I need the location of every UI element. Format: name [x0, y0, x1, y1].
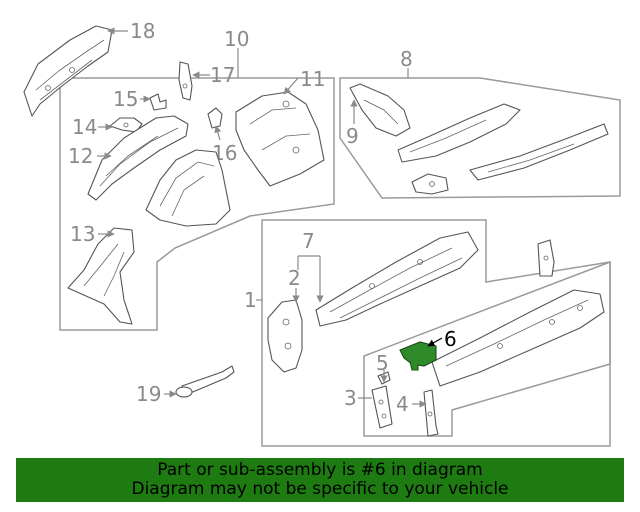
wheelhouse-panel[interactable]: [145, 149, 231, 227]
group-1-outline: [256, 219, 611, 447]
part-15-clip[interactable]: [149, 93, 167, 111]
callout-3[interactable]: 3: [344, 386, 357, 410]
part-6-highlighted[interactable]: [399, 341, 437, 371]
group-8-outline: [339, 68, 621, 199]
part-7-frame-rail[interactable]: [315, 231, 479, 327]
part-2-bracket[interactable]: [267, 299, 303, 373]
callout-1[interactable]: 1: [244, 288, 257, 312]
callout-12[interactable]: 12: [68, 144, 93, 168]
callout-6[interactable]: 6: [444, 327, 457, 351]
callout-8[interactable]: 8: [400, 47, 413, 71]
part-18-panel[interactable]: [23, 25, 113, 117]
part-3-plate[interactable]: [371, 385, 393, 429]
callout-15[interactable]: 15: [113, 87, 138, 111]
parts-diagram: 10 18 17 15 14 12 1 6: [23, 19, 621, 447]
callout-9[interactable]: 9: [346, 124, 359, 148]
callout-11[interactable]: 11: [300, 67, 325, 91]
part-9-bracket[interactable]: [349, 83, 411, 137]
part-11-panel[interactable]: [235, 91, 325, 187]
upper-rail-inner[interactable]: [397, 103, 521, 163]
callout-5[interactable]: 5: [376, 351, 389, 375]
info-banner: Part or sub-assembly is #6 in diagram Di…: [16, 458, 624, 502]
banner-line-2: Diagram may not be specific to your vehi…: [131, 479, 509, 499]
part-13-pillar[interactable]: [67, 227, 135, 325]
part-19-bolt[interactable]: [175, 365, 235, 398]
subgroup-outline: [363, 260, 611, 437]
small-plate[interactable]: [537, 239, 555, 277]
callout-13[interactable]: 13: [70, 222, 95, 246]
group-10-outline: [59, 48, 335, 331]
part-14-bracket[interactable]: [109, 117, 143, 133]
callout-4[interactable]: 4: [396, 392, 409, 416]
part-4-bracket[interactable]: [423, 389, 439, 437]
callout-17[interactable]: 17: [210, 63, 235, 87]
small-bracket-8[interactable]: [411, 173, 449, 195]
callout-19[interactable]: 19: [136, 382, 161, 406]
part-12-rail[interactable]: [87, 115, 189, 201]
callout-7[interactable]: 7: [302, 229, 315, 253]
banner-line-1: Part or sub-assembly is #6 in diagram: [157, 460, 483, 480]
callout-18[interactable]: 18: [130, 19, 155, 43]
part-16-clip[interactable]: [207, 107, 223, 129]
part-17-bracket[interactable]: [178, 61, 193, 101]
callout-2[interactable]: 2: [288, 266, 301, 290]
callout-10[interactable]: 10: [224, 27, 249, 51]
callout-14[interactable]: 14: [72, 115, 97, 139]
lower-frame-rail[interactable]: [431, 289, 605, 387]
upper-rail-outer[interactable]: [469, 123, 609, 181]
